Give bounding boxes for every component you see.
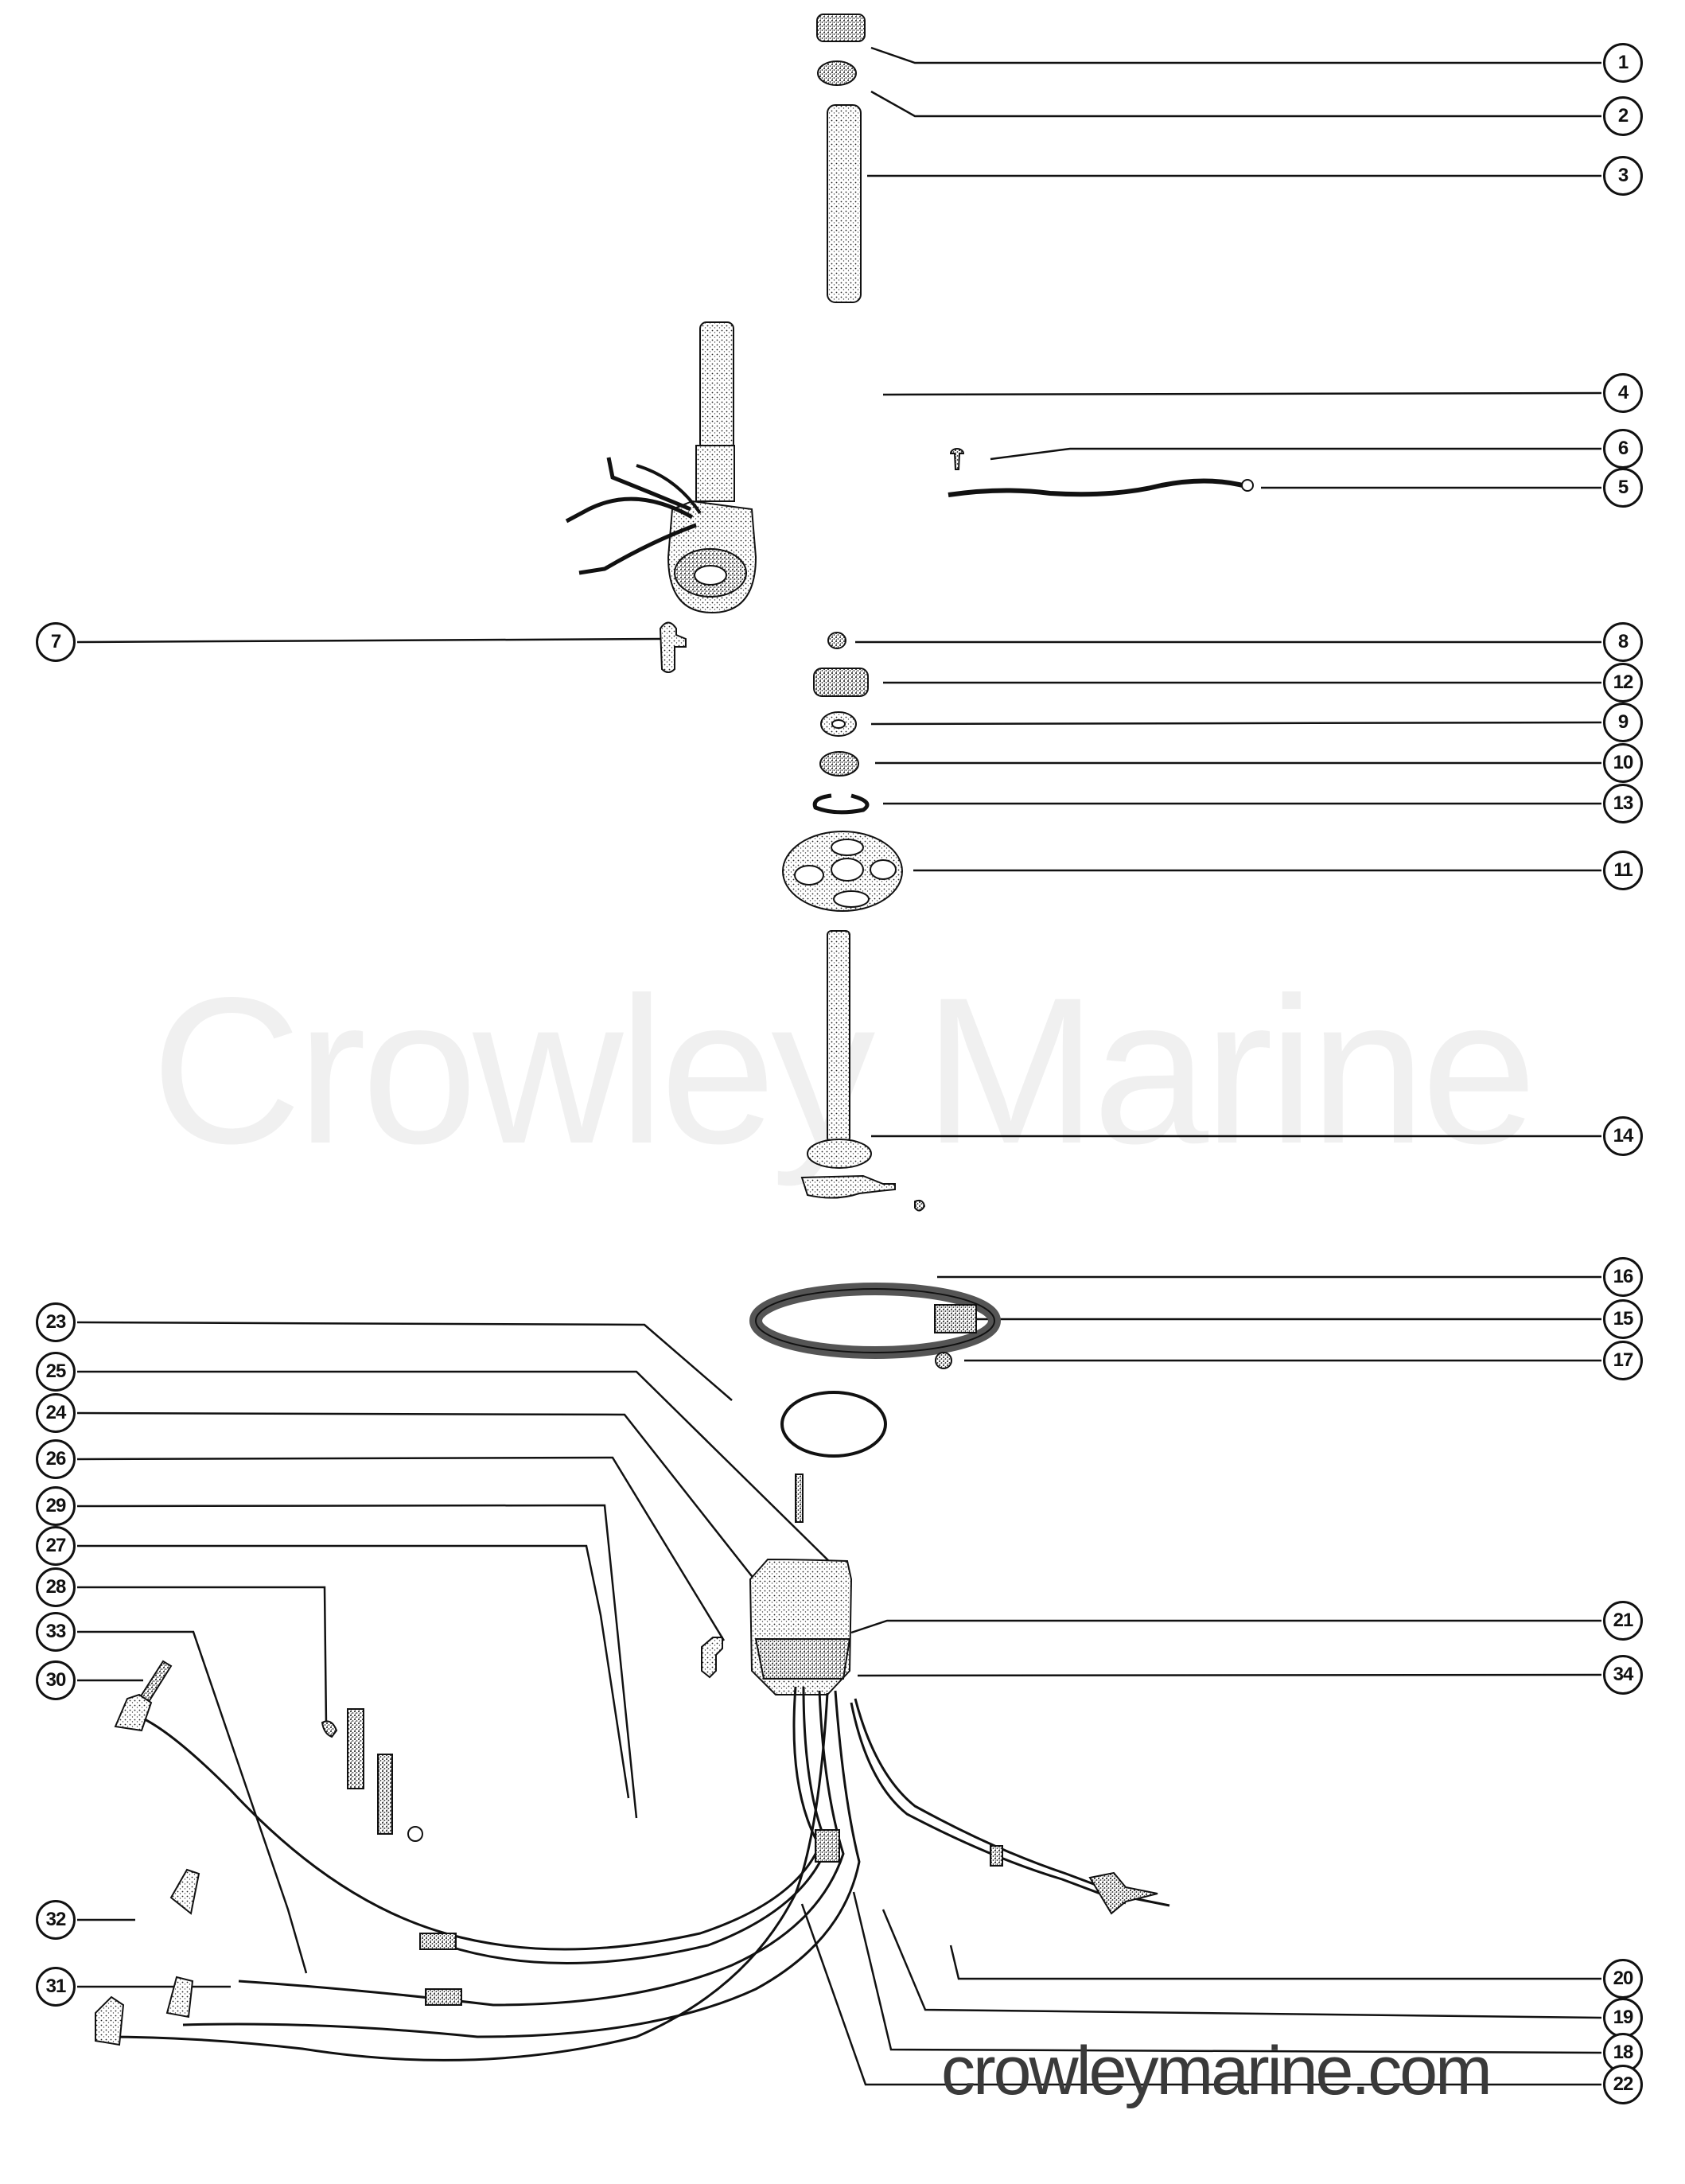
part-4-distributor-housing (565, 321, 757, 614)
part-28-screw (321, 1720, 338, 1738)
callout-1[interactable]: 1 (1603, 43, 1643, 83)
callout-13[interactable]: 13 (1603, 784, 1643, 823)
callout-2[interactable]: 2 (1603, 96, 1643, 136)
callout-14[interactable]: 14 (1603, 1116, 1643, 1156)
part-10-bushing (819, 751, 859, 777)
part-15-clamp (749, 1283, 1001, 1359)
callout-21[interactable]: 21 (1603, 1601, 1643, 1641)
part-1-nut (816, 14, 866, 42)
callout-30[interactable]: 30 (36, 1660, 76, 1700)
part-6-screw (949, 448, 965, 470)
callout-9[interactable]: 9 (1603, 703, 1643, 742)
callout-17[interactable]: 17 (1603, 1341, 1643, 1380)
part-29-nut (407, 1826, 423, 1842)
callout-10[interactable]: 10 (1603, 743, 1643, 783)
callout-7[interactable]: 7 (36, 622, 76, 662)
callout-22[interactable]: 22 (1603, 2065, 1643, 2104)
part-23-o-ring (780, 1391, 887, 1458)
callout-5[interactable]: 5 (1603, 468, 1643, 508)
callout-32[interactable]: 32 (36, 1900, 76, 1940)
callout-20[interactable]: 20 (1603, 1959, 1643, 1999)
callout-11[interactable]: 11 (1603, 851, 1643, 890)
part-5-ground-wire (948, 478, 1250, 497)
part-25-stud (795, 1474, 804, 1523)
part-2-washer (817, 60, 857, 86)
leader-lines (76, 46, 1602, 2086)
callout-28[interactable]: 28 (36, 1567, 76, 1607)
callout-34[interactable]: 34 (1603, 1655, 1643, 1695)
callout-23[interactable]: 23 (36, 1302, 76, 1342)
callout-25[interactable]: 25 (36, 1352, 76, 1392)
part-26-distributor-cap (749, 1558, 853, 1695)
callout-15[interactable]: 15 (1603, 1299, 1643, 1339)
part-13-snap-ring (812, 793, 870, 815)
callout-26[interactable]: 26 (36, 1439, 76, 1479)
part-24-connector (701, 1637, 723, 1679)
part-14-shaft-rotor (800, 930, 896, 1199)
callout-33[interactable]: 33 (36, 1612, 76, 1652)
part-27-spacer (347, 1708, 364, 1789)
part-18-22-harness (95, 1686, 1170, 2061)
part-3-tube (827, 104, 862, 303)
part-29-spacer (377, 1754, 393, 1835)
callout-6[interactable]: 6 (1603, 429, 1643, 469)
callout-19[interactable]: 19 (1603, 1998, 1643, 2038)
part-12-bearing (813, 668, 869, 697)
part-17-nut (935, 1352, 952, 1369)
part-8-nut (827, 632, 846, 649)
callout-4[interactable]: 4 (1603, 373, 1643, 413)
callout-3[interactable]: 3 (1603, 156, 1643, 196)
part-16-screw (914, 1199, 926, 1212)
callout-8[interactable]: 8 (1603, 622, 1643, 662)
callout-16[interactable]: 16 (1603, 1257, 1643, 1297)
callout-31[interactable]: 31 (36, 1967, 76, 2007)
part-7-connector (659, 621, 687, 673)
callout-12[interactable]: 12 (1603, 663, 1643, 703)
callout-27[interactable]: 27 (36, 1526, 76, 1566)
part-11-plate (782, 831, 903, 912)
callout-24[interactable]: 24 (36, 1393, 76, 1433)
callout-29[interactable]: 29 (36, 1486, 76, 1526)
site-url-watermark: crowleymarine.com (941, 2033, 1492, 2109)
